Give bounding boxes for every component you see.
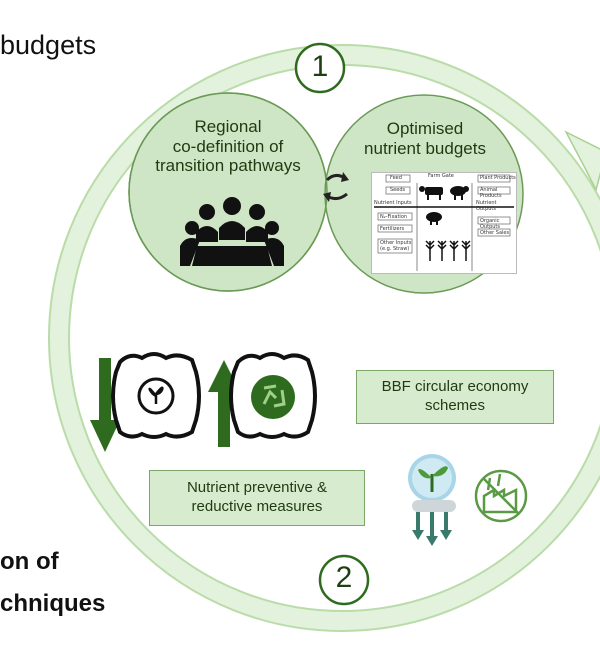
recycle-bag-icon <box>229 352 317 439</box>
farm-input-label: Other Inputs (e.g. Straw) <box>380 240 412 252</box>
farm-input-label: Seeds <box>390 187 406 193</box>
farm-input-label: N₂-Fixation <box>380 214 408 220</box>
sheep-icon <box>450 186 469 200</box>
nutrient-measures-box: Nutrient preventive & reductive measures <box>149 470 365 526</box>
swap-arrows-icon <box>323 172 349 202</box>
farm-input-label: Nutrient Inputs <box>374 200 412 206</box>
step-2-number: 2 <box>335 561 353 594</box>
farm-gate-title: Farm Gate <box>428 173 454 179</box>
plant-rain-icon <box>408 454 456 546</box>
down-arrow-icon <box>90 358 120 452</box>
farm-output-label: Nutrient Outputs <box>476 200 497 212</box>
farm-output-label: Other Sales <box>480 230 510 236</box>
cycle-arrowhead <box>564 130 600 193</box>
farm-gate-sheet: Farm Gate Feed Seeds Nutrient Inputs N₂-… <box>371 172 517 274</box>
cow-icon <box>419 186 443 200</box>
bottom-partial-line2: chniques <box>0 590 106 617</box>
bottom-partial-line1: on of <box>0 548 59 575</box>
bbf-scheme-box: BBF circular economy schemes <box>356 370 554 424</box>
wheat-icon <box>425 240 471 261</box>
meeting-people-icon <box>180 197 284 266</box>
farm-output-label: Animal Products <box>480 187 502 199</box>
farm-input-label: Fertilizers <box>380 226 405 232</box>
farm-output-label: Plant Products <box>480 175 516 181</box>
step-1-circle <box>294 42 346 94</box>
step-2-circle <box>318 554 370 606</box>
step-1-number: 1 <box>311 50 329 83</box>
right-circle-label: Optimised nutrient budgets <box>364 119 486 158</box>
farm-output-label: Organic Outputs <box>480 218 500 230</box>
no-factory-icon <box>474 469 528 523</box>
seed-bag-icon <box>111 352 201 439</box>
left-circle-label: Regional co-definition of transition pat… <box>155 117 301 176</box>
farm-input-label: Feed <box>390 175 402 181</box>
pig-icon <box>426 212 442 225</box>
header-partial-text: budgets <box>0 30 97 60</box>
